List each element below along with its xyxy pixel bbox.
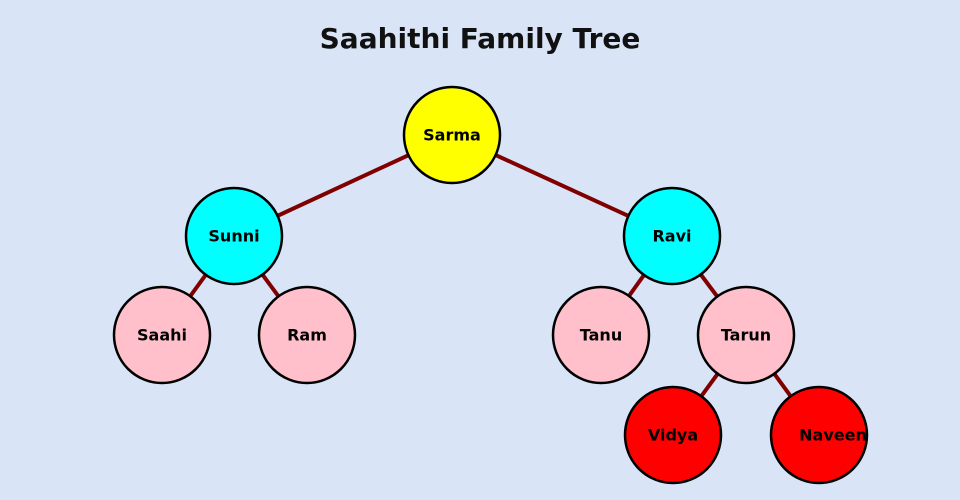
node-circle-naveen <box>769 385 869 485</box>
node-vidya: Vidya <box>623 385 723 485</box>
node-circle-ram <box>257 285 357 385</box>
node-circle-ravi <box>622 186 722 286</box>
node-circle-tanu <box>551 285 651 385</box>
node-label-sarma: Sarma <box>423 126 481 145</box>
node-label-ravi: Ravi <box>652 227 691 246</box>
node-label-naveen: Naveen <box>799 426 867 445</box>
node-label-tarun: Tarun <box>721 326 771 345</box>
node-label-ram: Ram <box>287 326 327 345</box>
diagram-title: Saahithi Family Tree <box>319 22 641 55</box>
node-circle-sunni <box>184 186 284 286</box>
node-sunni: Sunni <box>184 186 284 286</box>
node-saahi: Saahi <box>112 285 212 385</box>
node-sarma: Sarma <box>402 85 502 185</box>
tree-edges <box>160 133 821 437</box>
node-circle-saahi <box>112 285 212 385</box>
node-naveen: Naveen <box>769 385 869 485</box>
node-circle-vidya <box>623 385 723 485</box>
node-ravi: Ravi <box>622 186 722 286</box>
node-tanu: Tanu <box>551 285 651 385</box>
node-label-saahi: Saahi <box>137 326 187 345</box>
node-tarun: Tarun <box>696 285 796 385</box>
node-label-tanu: Tanu <box>580 326 622 345</box>
node-circle-tarun <box>696 285 796 385</box>
node-label-sunni: Sunni <box>208 227 259 246</box>
node-ram: Ram <box>257 285 357 385</box>
node-label-vidya: Vidya <box>648 426 698 445</box>
node-circle-sarma <box>402 85 502 185</box>
